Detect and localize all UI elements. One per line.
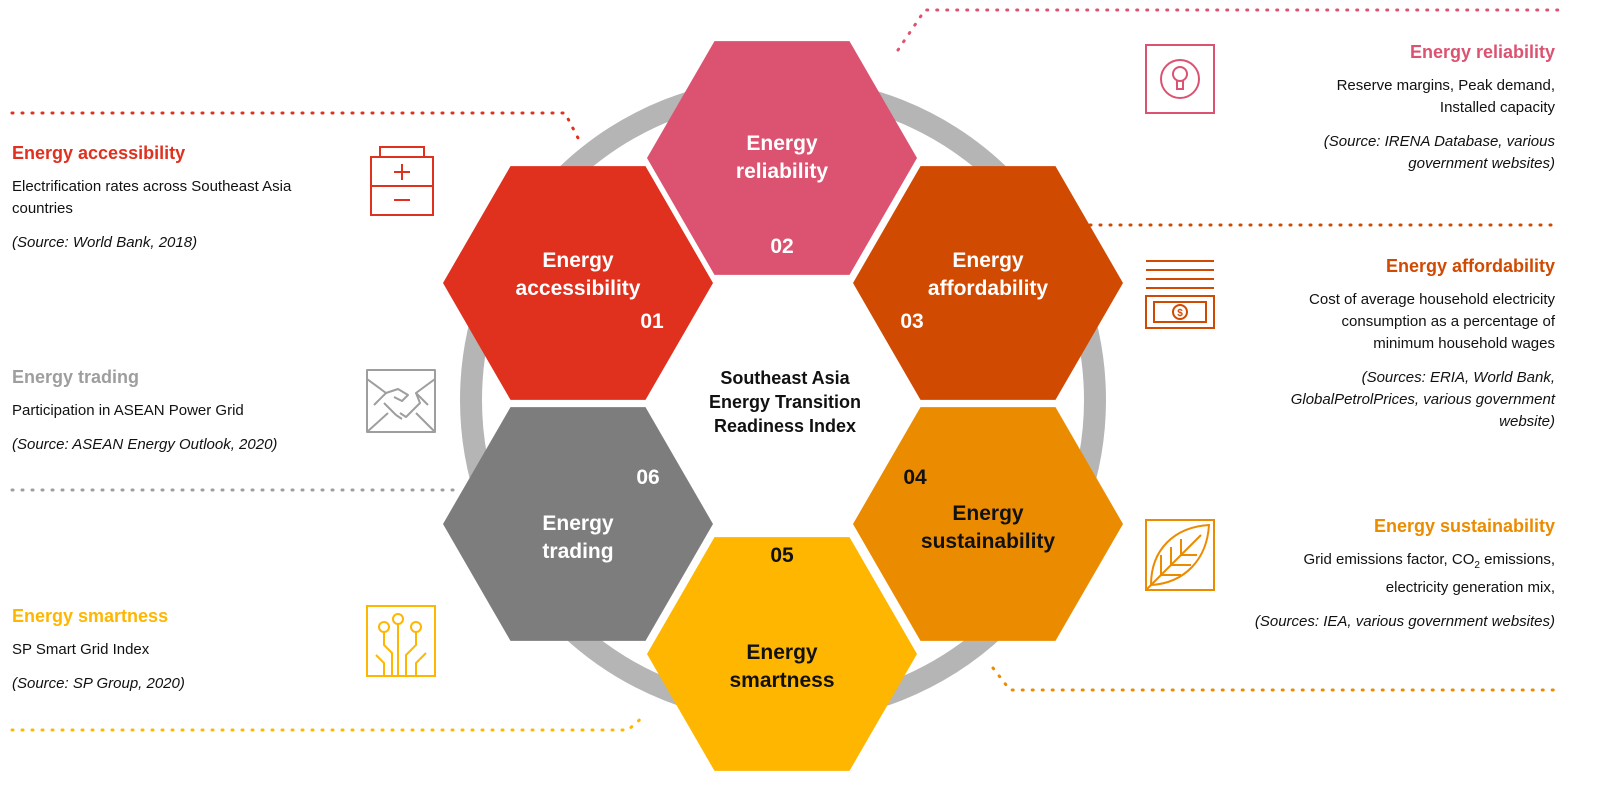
circuit-icon [366,605,436,677]
hexagon-smartness: Energy smartness 05 [647,537,917,771]
panel-sustainability-desc-pre: Grid emissions factor, CO [1303,551,1475,568]
panel-affordability-source: (Sources: ERIA, World Bank, GlobalPetrol… [1175,367,1555,433]
panel-reliability-source-line2: government websites) [1408,155,1555,172]
hexagon-affordability-label-line2: affordability [928,277,1048,300]
hexagon-smartness-number: 05 [770,544,794,567]
panel-affordability-title: Energy affordability [1385,256,1555,276]
hexagon-accessibility-shape [443,166,713,400]
hexagon-layer: Energyreliability02Energyaccessibility01… [443,41,1123,771]
panel-affordability-desc: Cost of average household electricity co… [1175,289,1555,355]
hexagon-accessibility-number: 01 [640,310,664,333]
panel-reliability-desc: Reserve margins, Peak demand, Installed … [1195,75,1555,119]
hexagon-trading-number: 06 [636,466,659,489]
handshake-icon [366,369,436,433]
hexagon-smartness-label-line2: smartness [729,669,834,692]
hexagon-reliability-label-line1: Energy [746,132,818,155]
panel-reliability-source-line1: (Source: IRENA Database, various [1323,133,1555,150]
panel-sustainability-desc-post: emissions, [1479,551,1555,568]
center-title-line1: Southeast Asia [720,368,850,388]
panel-sustainability-desc-sub: 2 [1474,560,1480,571]
panel-reliability-desc-line1: Reserve margins, Peak demand, [1336,77,1555,94]
connector-accessibility [10,111,580,140]
connector-lines [10,8,1562,732]
panel-reliability: Energy reliability Reserve margins, Peak… [1195,42,1555,175]
hexagon-sustainability-shape [853,407,1123,641]
panel-sustainability: Energy sustainability Grid emissions fac… [1155,516,1555,633]
power-outlet-icon [1145,44,1215,114]
hexagon-reliability-number: 02 [770,235,793,258]
panel-reliability-source: (Source: IRENA Database, various governm… [1195,131,1555,175]
hexagon-sustainability-label-line1: Energy [952,502,1024,525]
panel-affordability-desc-line1: Cost of average household electricity [1309,291,1555,308]
panel-affordability-source-line1: (Sources: ERIA, World Bank, [1361,369,1555,386]
panel-affordability-desc-line3: minimum household wages [1373,335,1555,352]
panel-affordability: Energy affordability Cost of average hou… [1175,256,1555,433]
panel-affordability-source-line3: website) [1499,413,1555,430]
hexagon-sustainability-number: 04 [903,466,927,489]
hexagon-accessibility: Energy accessibility 01 [443,166,713,400]
hexagon-smartness-shape [647,537,917,771]
center-title: Southeast Asia Energy Transition Readine… [709,368,861,436]
center-title-line2: Energy Transition [709,392,861,412]
panel-sustainability-source: (Sources: IEA, various government websit… [1254,613,1555,630]
hexagon-reliability: Energy reliability 02 [647,41,917,275]
panel-trading: Energy trading Participation in ASEAN Po… [12,367,352,456]
hexagon-affordability-label-line1: Energy [952,249,1024,272]
hexagon-affordability-number: 03 [900,310,923,333]
panel-reliability-desc-line2: Installed capacity [1439,99,1555,116]
hexagon-trading-shape [443,407,713,641]
hexagon-sustainability-label-line2: sustainability [921,530,1056,553]
hexagon-affordability-shape [853,166,1123,400]
hexagon-accessibility-label-line2: accessibility [516,277,641,300]
panel-accessibility-title: Energy accessibility [12,143,186,163]
panel-trading-desc: Participation in ASEAN Power Grid [12,402,244,419]
panel-accessibility-desc: Electrification rates across Southeast A… [12,178,292,217]
panel-smartness-source: (Source: SP Group, 2020) [12,675,185,692]
first-aid-kit-icon [370,146,434,216]
hexagon-accessibility-label-line1: Energy [542,249,614,272]
panel-reliability-title: Energy reliability [1409,42,1555,62]
money-icon: $ [1145,260,1215,329]
hexagon-smartness-label-line1: Energy [746,641,818,664]
panel-smartness: Energy smartness SP Smart Grid Index (So… [12,606,332,695]
panel-smartness-title: Energy smartness [12,606,169,626]
svg-text:$: $ [1177,308,1183,319]
panel-sustainability-desc-line2: electricity generation mix, [1385,579,1555,596]
hexagon-reliability-shape [647,41,917,275]
panel-trading-title: Energy trading [12,367,140,387]
panel-smartness-desc: SP Smart Grid Index [12,641,150,658]
hexagon-trading-label-line1: Energy [542,512,614,535]
panel-accessibility-source: (Source: World Bank, 2018) [12,234,198,251]
panel-sustainability-desc: Grid emissions factor, CO2 emissions, el… [1155,549,1555,599]
connector-sustainability [991,666,1562,692]
panel-affordability-desc-line2: consumption as a percentage of [1341,313,1555,330]
leaf-icon [1145,519,1215,591]
hexagon-trading-label-line2: trading [542,540,613,563]
panel-sustainability-title: Energy sustainability [1373,516,1555,536]
connector-reliability [896,8,1562,52]
center-title-line3: Readiness Index [714,416,856,436]
hexagon-sustainability: Energy sustainability 04 [853,407,1123,641]
hexagon-trading: Energy trading 06 [443,407,713,641]
hexagon-reliability-label-line2: reliability [736,160,829,183]
connector-smartness [10,713,647,732]
panel-affordability-source-line2: GlobalPetrolPrices, various government [1290,391,1555,408]
panel-trading-source: (Source: ASEAN Energy Outlook, 2020) [12,436,278,453]
panel-accessibility: Energy accessibility Electrification rat… [12,143,332,254]
